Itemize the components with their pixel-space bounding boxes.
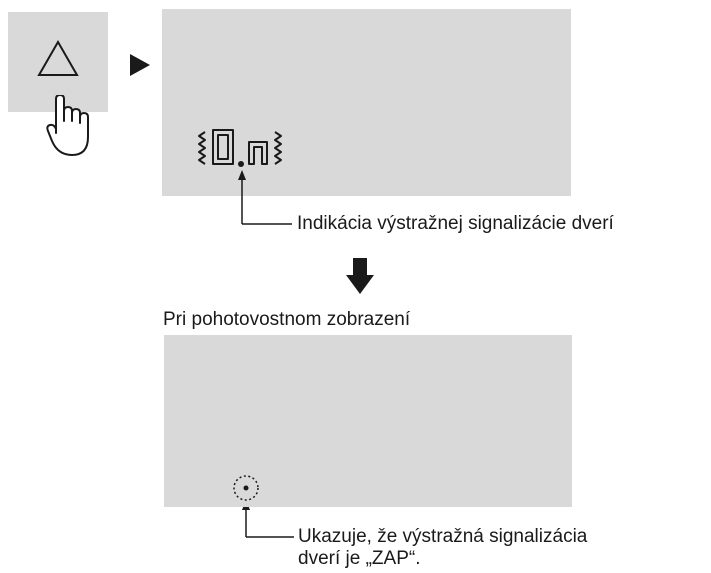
standby-display-title: Pri pohotovostnom zobrazení xyxy=(163,309,411,330)
alarm-on-caption-line2: dverí je „ZAP“. xyxy=(298,548,421,569)
flashing-display-0n xyxy=(198,129,282,167)
alarm-on-caption: Ukazuje, že výstražná signalizácia dverí… xyxy=(298,526,587,570)
alarm-on-caption-line1: Ukazuje, že výstražná signalizácia xyxy=(298,526,588,547)
dotted-circle-dot-icon xyxy=(233,475,259,501)
arrow-down-icon xyxy=(346,258,374,294)
display-panel-bottom xyxy=(164,335,572,507)
door-alarm-indication-caption: Indikácia výstražnej signalizácie dverí xyxy=(297,213,614,234)
play-right-icon xyxy=(130,54,150,76)
hand-pointer-icon xyxy=(46,95,89,156)
triangle-up-icon xyxy=(37,39,79,76)
